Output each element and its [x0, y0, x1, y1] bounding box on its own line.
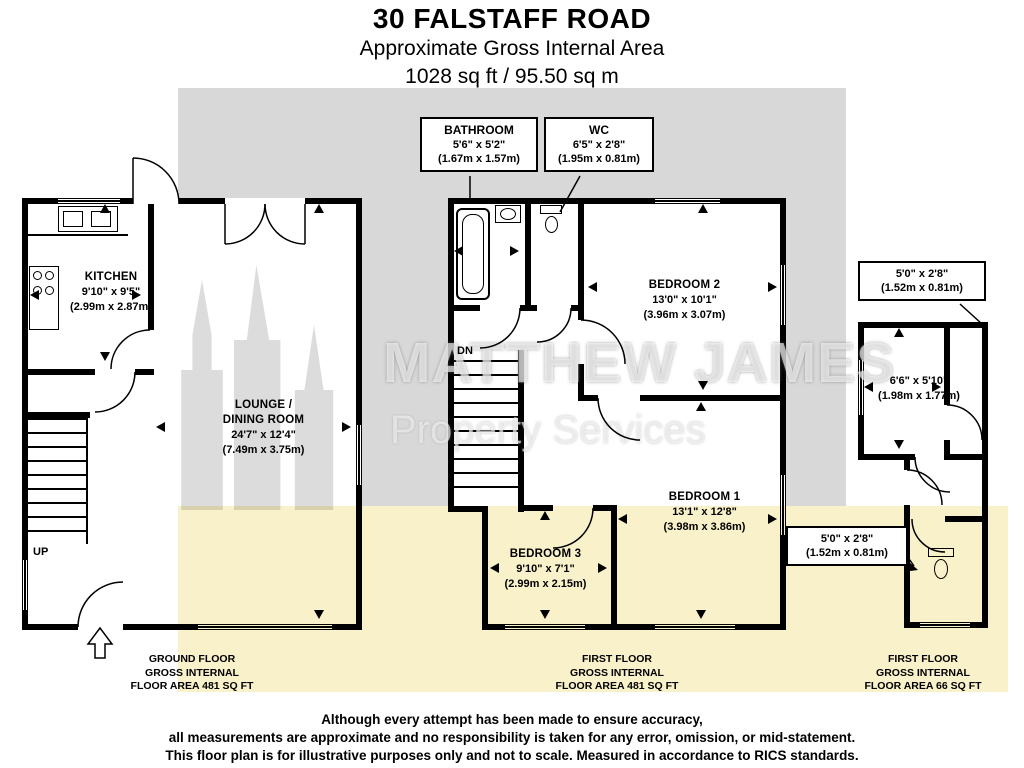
room-name: DINING ROOM: [222, 414, 305, 426]
room-name: BEDROOM 2: [648, 279, 721, 291]
dimension-arrow-up: [894, 328, 904, 337]
annexe-caption: FIRST FLOOR GROSS INTERNAL FLOOR AREA 66…: [818, 653, 1024, 694]
wall-segment: [135, 369, 154, 375]
callout-dims-metric: (1.52m x 0.81m): [806, 547, 888, 559]
caption-line: FLOOR AREA 481 SQ FT: [130, 680, 254, 692]
bedroom3-label: BEDROOM 3 9'10" x 7'1" (2.99m x 2.15m): [478, 547, 613, 592]
caption-line: FLOOR AREA 66 SQ FT: [864, 680, 982, 692]
room-dims: 13'1" x 12'8": [672, 506, 737, 518]
window: [22, 560, 28, 610]
caption-line: FLOOR AREA 481 SQ FT: [555, 680, 679, 692]
wc-toilet-tank: [540, 205, 562, 214]
callout-dims: 5'6" x 5'2": [452, 139, 506, 151]
room-dims: 9'10" x 9'5": [81, 286, 141, 298]
callout-name: BATHROOM: [444, 123, 514, 137]
wall-segment: [904, 460, 910, 470]
room-dims: 9'10" x 7'1": [516, 563, 575, 575]
dimension-arrow-down: [894, 440, 904, 449]
caption-line: GROSS INTERNAL: [570, 666, 664, 679]
disclaimer-line-1: Although every attempt has been made to …: [321, 712, 703, 727]
annexe-top-callout: 5'0" x 2'8" (1.52m x 0.81m): [858, 261, 986, 301]
caption-line: GROSS INTERNAL: [876, 666, 970, 679]
wall-segment: [22, 198, 58, 204]
gross-area-text: 1028 sq ft / 95.50 sq m: [405, 65, 619, 88]
disclaimer-line-3: This floor plan is for illustrative purp…: [165, 748, 859, 763]
watermark-brand-text: MATTHEW JAMES: [383, 331, 896, 395]
wall-segment: [120, 198, 133, 204]
caption-line: FIRST FLOOR: [582, 653, 652, 665]
bedroom1-label: BEDROOM 1 13'1" x 12'8" (3.98m x 3.86m): [642, 490, 767, 535]
hob-burner: [33, 286, 42, 295]
counter-edge: [28, 234, 128, 236]
room-name: BEDROOM 1: [668, 491, 741, 503]
annexe-bottom-callout: 5'0" x 2'8" (1.52m x 0.81m): [786, 526, 908, 566]
stairs-up-label: UP: [33, 546, 49, 558]
caption-line: FIRST FLOOR: [888, 653, 958, 665]
door-arc: [94, 371, 136, 413]
bathtub-inner: [462, 214, 484, 294]
callout-name: WC: [589, 123, 609, 137]
sink-bowl-left: [63, 211, 83, 227]
door-arc: [906, 469, 943, 506]
room-dims-metric: (3.96m x 3.07m): [643, 309, 726, 321]
bathroom-callout: BATHROOM 5'6" x 5'2" (1.67m x 1.57m): [420, 117, 538, 172]
disclaimer-line-2: all measurements are approximate and no …: [168, 730, 856, 745]
page-title: 30 FALSTAFF ROAD: [372, 3, 652, 34]
wall-segment: [858, 454, 915, 460]
hob-burner: [45, 271, 54, 280]
wall-segment: [858, 415, 864, 460]
callout-dims-metric: (1.52m x 0.81m): [881, 282, 963, 294]
lounge-label: LOUNGE / DINING ROOM 24'7" x 12'4" (7.49…: [196, 398, 331, 458]
stairs-up: [28, 418, 88, 544]
window: [58, 198, 120, 204]
door-arc: [914, 456, 951, 493]
hob-burner: [45, 286, 54, 295]
callout-dims: 5'0" x 2'8": [820, 533, 874, 545]
door-arc: [946, 404, 983, 441]
door-arc: [132, 157, 180, 205]
dimension-arrow-down: [100, 352, 110, 361]
caption-line: GROUND FLOOR: [148, 653, 236, 665]
leader-line-annexe-top: [959, 303, 983, 325]
callout-dims-metric: (1.67m x 1.57m): [438, 153, 520, 165]
door-arc: [77, 581, 124, 628]
wall-segment: [22, 624, 78, 630]
bedroom2-label: BEDROOM 2 13'0" x 10'1" (3.96m x 3.07m): [622, 278, 747, 323]
room-name: LOUNGE /: [234, 399, 293, 411]
door-arc: [110, 329, 151, 370]
room-name: KITCHEN: [84, 271, 138, 283]
wc-toilet-bowl: [545, 216, 558, 233]
wall-segment: [28, 369, 95, 375]
room-dims: 24'7" x 12'4": [231, 429, 296, 441]
first-floor-caption: FIRST FLOOR GROSS INTERNAL FLOOR AREA 48…: [512, 653, 722, 694]
room-dims-metric: (2.99m x 2.15m): [504, 578, 587, 590]
callout-dims: 5'0" x 2'8": [895, 268, 949, 280]
room-dims: 6'6" x 5'10": [889, 375, 949, 387]
dimension-arrow-left: [156, 422, 165, 432]
room-dims-metric: (3.98m x 3.86m): [663, 521, 746, 533]
bathroom-sink-bowl: [500, 208, 516, 220]
wall-segment: [950, 454, 988, 460]
callout-dims: 6'5" x 2'8": [572, 139, 626, 151]
stairs-down-label: DN: [457, 345, 473, 357]
wall-segment: [22, 610, 28, 630]
page-subtitle: Approximate Gross Internal Area: [359, 37, 665, 60]
wc-callout: WC 6'5" x 2'8" (1.95m x 0.81m): [544, 117, 654, 172]
sink-bowl-right: [91, 211, 111, 227]
room-dims-metric: (7.49m x 3.75m): [222, 444, 305, 456]
kitchen-label: KITCHEN 9'10" x 9'5" (2.99m x 2.87m): [56, 270, 166, 315]
room-name: BEDROOM 3: [509, 548, 582, 560]
annexe-room-label: 6'6" x 5'10" (1.98m x 1.77m): [860, 374, 978, 404]
room-dims: 13'0" x 10'1": [652, 294, 717, 306]
hob-burner: [33, 271, 42, 280]
room-dims-metric: (1.98m x 1.77m): [878, 390, 960, 402]
room-dims-metric: (2.99m x 2.87m): [70, 301, 152, 313]
watermark-tagline-text: Property Services: [390, 408, 706, 452]
ground-floor-caption: GROUND FLOOR GROSS INTERNAL FLOOR AREA 4…: [87, 653, 297, 694]
caption-line: GROSS INTERNAL: [145, 666, 239, 679]
callout-dims-metric: (1.95m x 0.81m): [558, 153, 640, 165]
wall-segment: [858, 322, 988, 328]
wall-segment: [944, 440, 950, 460]
